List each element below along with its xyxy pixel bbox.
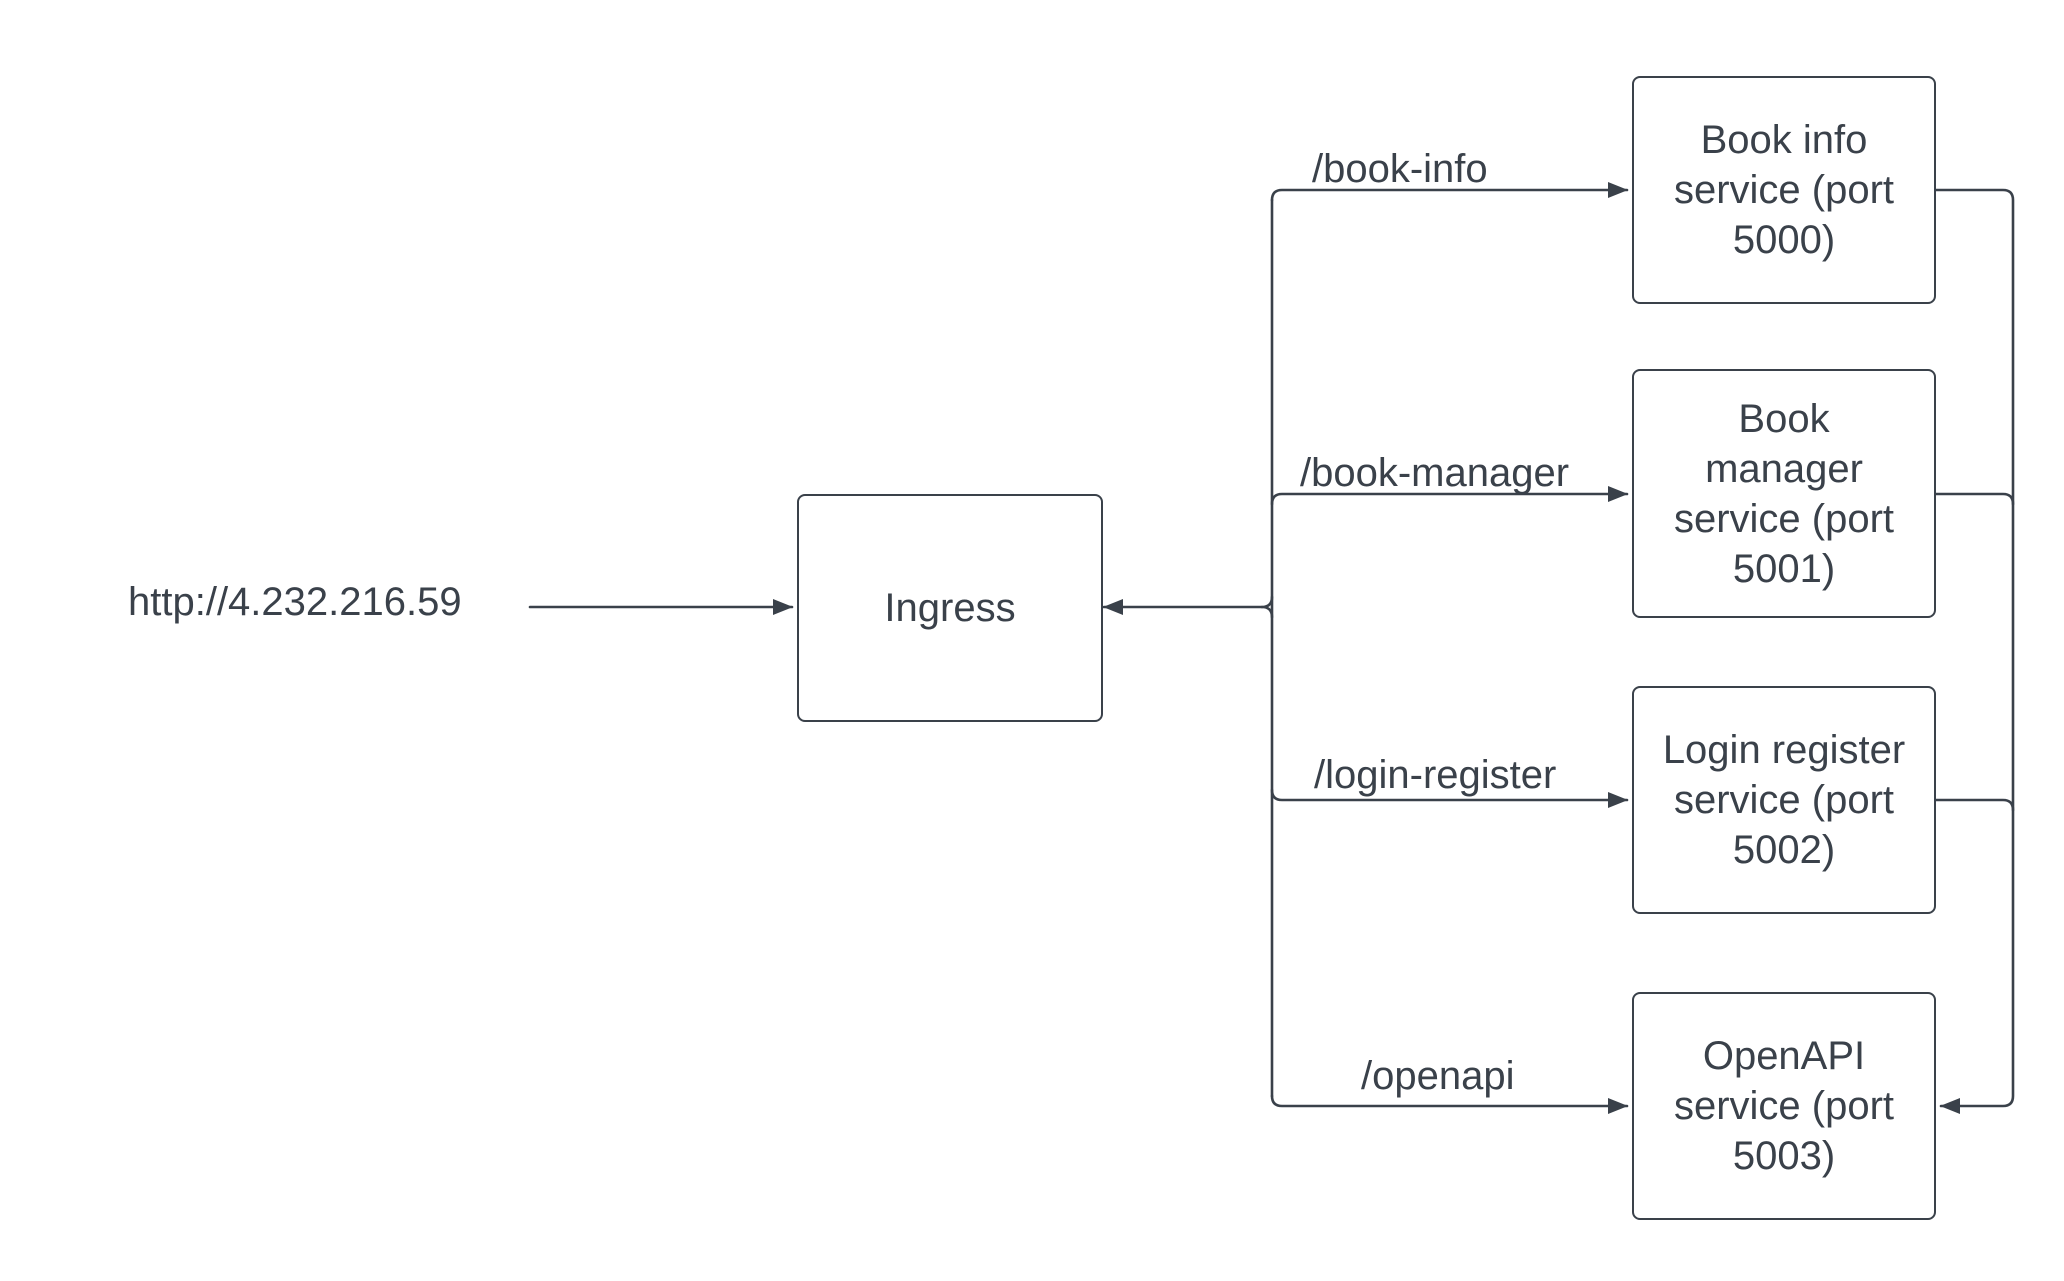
route-arrow-login-register [1270, 788, 1629, 808]
source-url-label: http://4.232.216.59 [128, 580, 462, 624]
service-box-book-info: Book info service (port 5000) [1632, 76, 1936, 304]
ingress-box: Ingress [797, 494, 1103, 722]
book-manager-return-line [1932, 492, 2015, 506]
ingress-label: Ingress [884, 586, 1016, 630]
route-arrow-openapi [1270, 1094, 1629, 1114]
service-box-login-register: Login register service (port 5002) [1632, 686, 1936, 914]
service-box-book-manager: Book manager service (port 5001) [1632, 369, 1936, 618]
route-arrow-book-manager [1270, 486, 1629, 506]
service-box-openapi: OpenAPI service (port 5003) [1632, 992, 1936, 1220]
service-label-book-manager: Book manager service (port 5001) [1673, 396, 1895, 591]
login-register-return-line [1932, 798, 2015, 812]
service-label-login-register: Login register service (port 5002) [1662, 728, 1906, 872]
trunk-junction [1260, 595, 1274, 619]
route-label-book-manager: /book-manager [1300, 451, 1570, 495]
route-label-login-register: /login-register [1314, 753, 1557, 797]
route-arrow-book-info [1270, 182, 1629, 202]
service-label-openapi: OpenAPI service (port 5003) [1673, 1034, 1895, 1178]
route-label-openapi: /openapi [1361, 1054, 1515, 1098]
service-to-openapi-line [1932, 188, 2015, 1114]
route-label-book-info: /book-info [1312, 147, 1488, 191]
service-label-book-info: Book info service (port 5000) [1673, 118, 1895, 262]
